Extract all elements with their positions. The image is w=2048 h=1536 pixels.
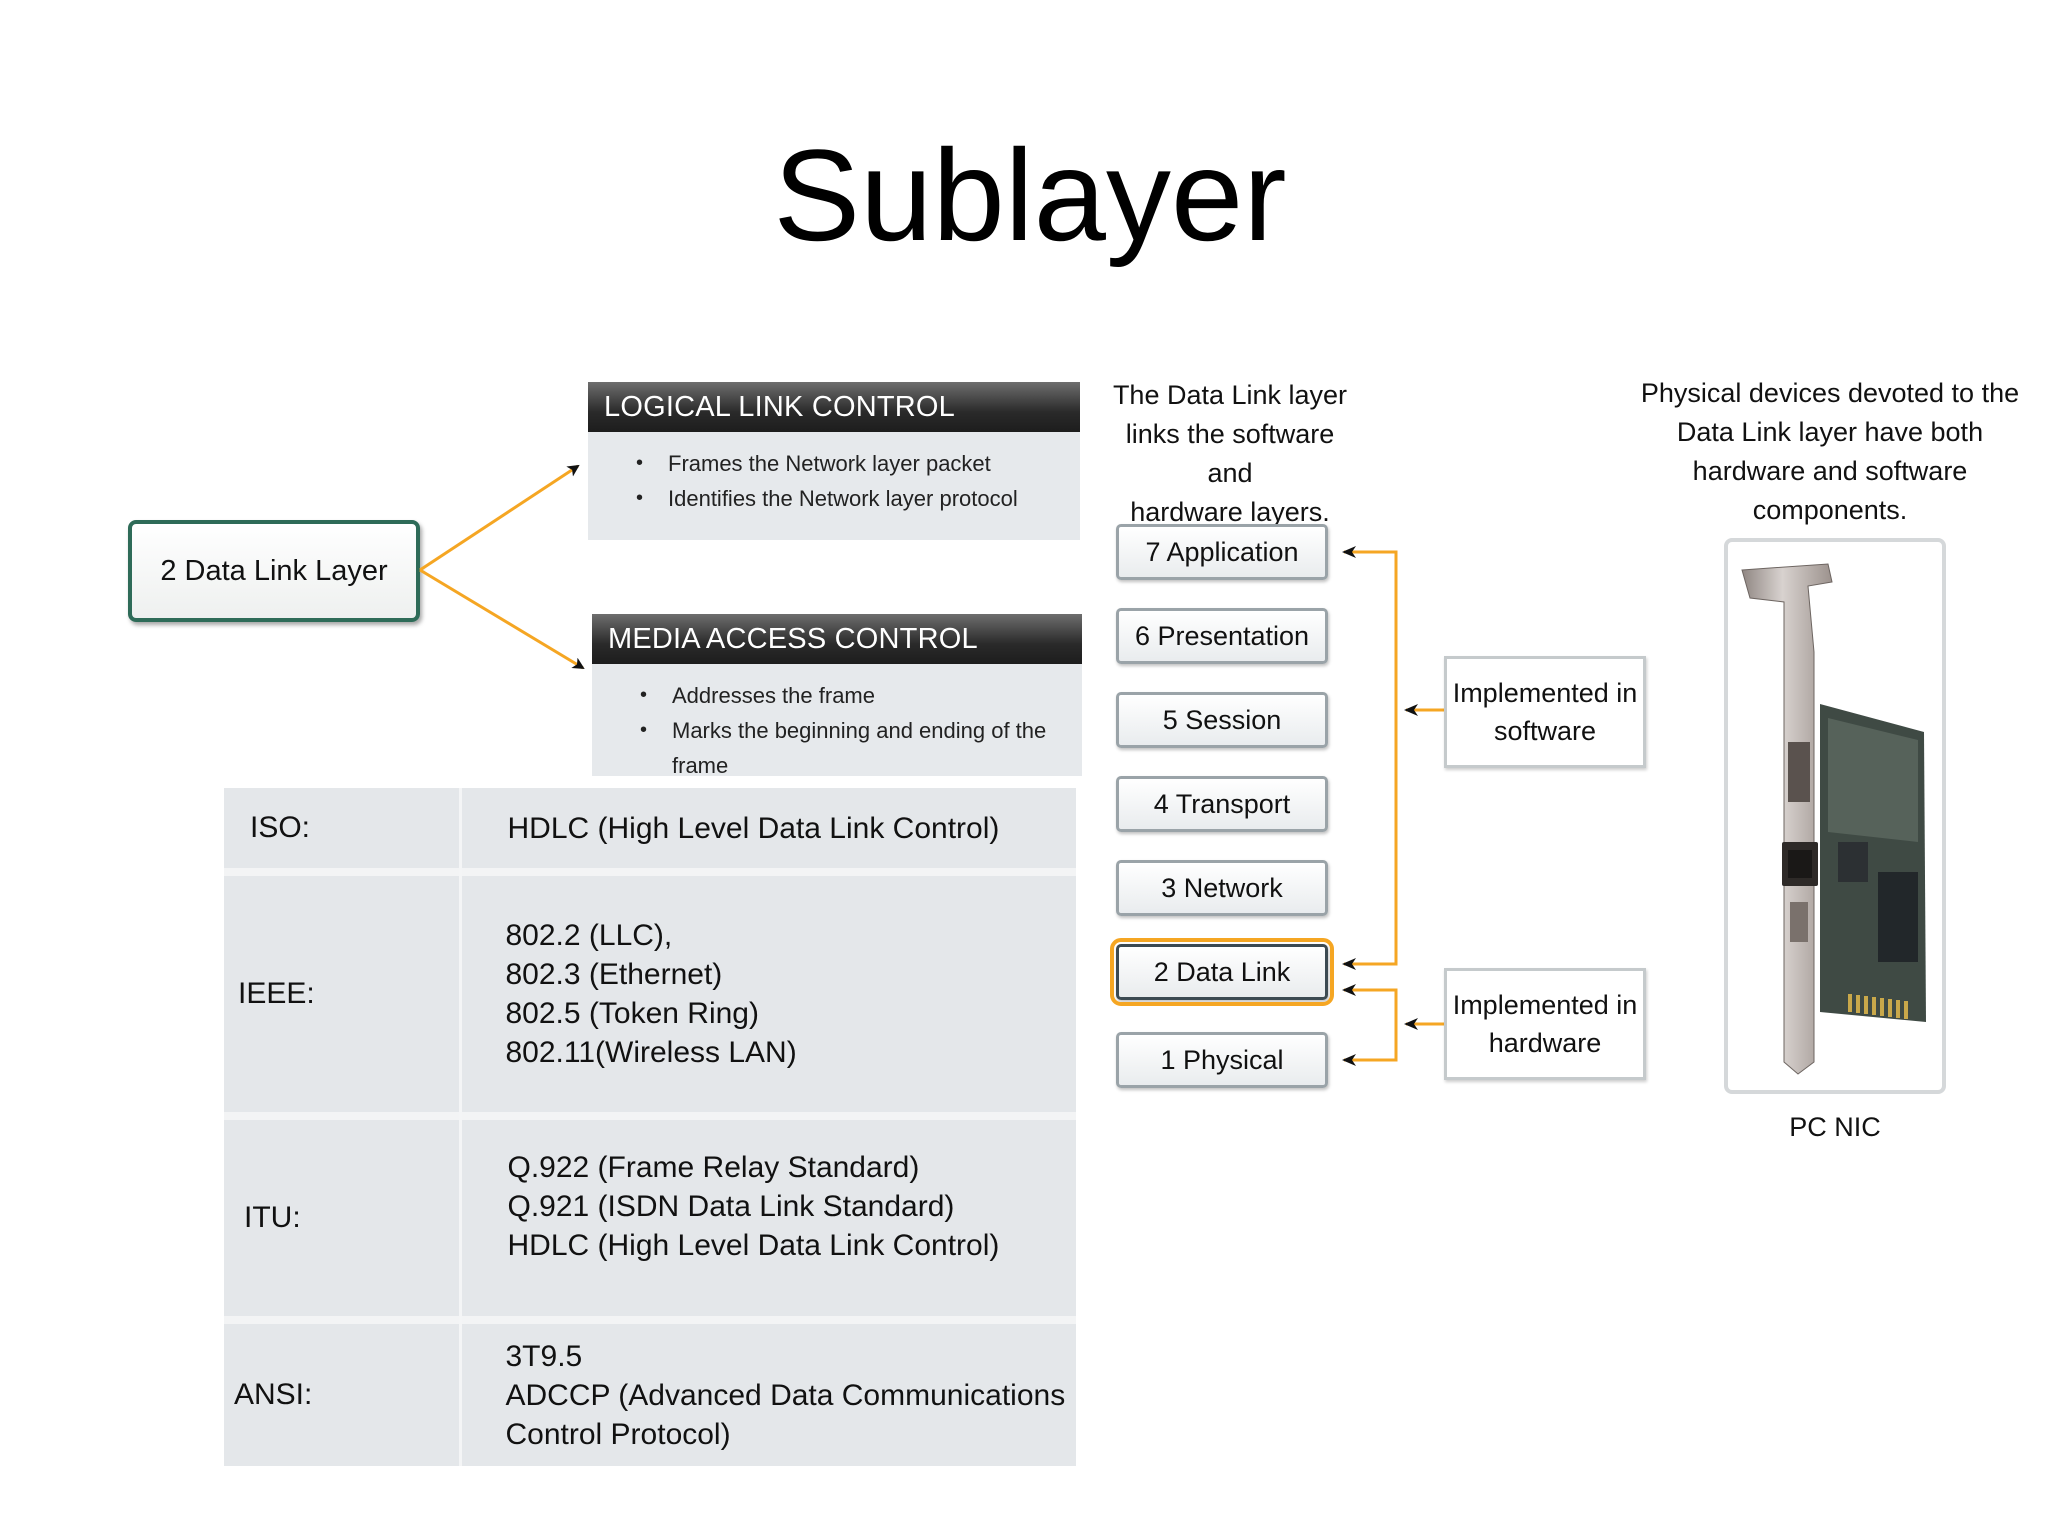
standard-line: 3T9.5 bbox=[505, 1339, 583, 1373]
osi-layer-network: 3 Network bbox=[1116, 860, 1328, 916]
osi-layer-physical: 1 Physical bbox=[1116, 1032, 1328, 1088]
standard-line: Q.921 (ISDN Data Link Standard) bbox=[507, 1190, 955, 1223]
standard-values: Q.922 (Frame Relay Standard) Q.921 (ISDN… bbox=[460, 1120, 1076, 1316]
nic-image-frame bbox=[1724, 538, 1946, 1094]
table-row: ITU: Q.922 (Frame Relay Standard) Q.921 … bbox=[224, 1120, 1076, 1316]
standard-line: Control Protocol) bbox=[505, 1417, 731, 1451]
implemented-software-box: Implemented in software bbox=[1444, 656, 1646, 768]
standard-line: ADCCP (Advanced Data Communications bbox=[505, 1378, 1066, 1412]
nic-caption-line: Data Link layer have both bbox=[1676, 417, 1984, 447]
mac-panel: MEDIA ACCESS CONTROL Addresses the frame… bbox=[592, 614, 1082, 778]
arrow-to-llc bbox=[419, 464, 580, 572]
osi-caption: The Data Link layer links the software a… bbox=[1108, 376, 1352, 532]
nic-label: PC NIC bbox=[1789, 1112, 1881, 1142]
osi-layer-session: 5 Session bbox=[1116, 692, 1328, 748]
network-card-icon bbox=[1741, 563, 1926, 1075]
nic-caption-line: Physical devices devoted to the bbox=[1640, 378, 2020, 408]
nic-caption: Physical devices devoted to the Data Lin… bbox=[1640, 374, 2020, 530]
hardware-bracket bbox=[1354, 988, 1398, 1062]
mac-bullet: Addresses the frame bbox=[640, 678, 1082, 713]
nic-caption-line: components. bbox=[1752, 495, 1908, 525]
standard-values: 802.2 (LLC), 802.3 (Ethernet) 802.5 (Tok… bbox=[460, 876, 1076, 1112]
standard-org: ANSI: bbox=[224, 1324, 462, 1466]
osi-caption-line: The Data Link layer bbox=[1112, 380, 1348, 410]
data-link-layer-box: 2 Data Link Layer bbox=[128, 520, 420, 622]
standard-line: 802.5 (Token Ring) bbox=[505, 997, 759, 1030]
slide-title: Sublayer bbox=[773, 122, 1287, 268]
table-row: ISO: HDLC (High Level Data Link Control) bbox=[224, 788, 1076, 868]
table-row: IEEE: 802.2 (LLC), 802.3 (Ethernet) 802.… bbox=[224, 876, 1076, 1112]
standard-org: ISO: bbox=[224, 788, 462, 868]
llc-body: Frames the Network layer packet Identifi… bbox=[588, 432, 1080, 540]
impl-hardware-line: hardware bbox=[1488, 1028, 1602, 1058]
osi-layer-transport: 4 Transport bbox=[1116, 776, 1328, 832]
llc-panel: LOGICAL LINK CONTROL Frames the Network … bbox=[588, 382, 1080, 540]
software-bracket bbox=[1354, 550, 1398, 966]
llc-bullet: Identifies the Network layer protocol bbox=[636, 481, 1080, 516]
standard-line: HDLC (High Level Data Link Control) bbox=[507, 1229, 1000, 1262]
standard-line: Q.922 (Frame Relay Standard) bbox=[507, 1151, 920, 1184]
arrow-to-mac bbox=[419, 568, 585, 670]
standard-values: 3T9.5 ADCCP (Advanced Data Communication… bbox=[460, 1324, 1076, 1466]
nic-caption-line: hardware and software bbox=[1692, 456, 1968, 486]
standard-line: HDLC (High Level Data Link Control) bbox=[507, 811, 1000, 845]
standard-line: 802.2 (LLC), bbox=[505, 919, 673, 952]
osi-layer-application: 7 Application bbox=[1116, 524, 1328, 580]
osi-layer-presentation: 6 Presentation bbox=[1116, 608, 1328, 664]
data-link-layer-label: 2 Data Link Layer bbox=[160, 554, 388, 587]
table-row: ANSI: 3T9.5 ADCCP (Advanced Data Communi… bbox=[224, 1324, 1076, 1466]
standards-table: ISO: HDLC (High Level Data Link Control)… bbox=[224, 788, 1076, 1466]
impl-hardware-line: Implemented in bbox=[1452, 990, 1638, 1020]
standard-values: HDLC (High Level Data Link Control) bbox=[460, 788, 1076, 868]
mac-bullet: Marks the beginning and ending of the fr… bbox=[640, 713, 1082, 783]
llc-heading: LOGICAL LINK CONTROL bbox=[588, 382, 1080, 432]
osi-layer-data-link: 2 Data Link bbox=[1110, 938, 1334, 1006]
implemented-hardware-box: Implemented in hardware bbox=[1444, 968, 1646, 1080]
standard-line: 802.11(Wireless LAN) bbox=[505, 1036, 797, 1069]
mac-body: Addresses the frame Marks the beginning … bbox=[592, 664, 1082, 778]
impl-software-line: Implemented in bbox=[1452, 678, 1638, 708]
llc-bullet: Frames the Network layer packet bbox=[636, 446, 1080, 481]
impl-software-line: software bbox=[1493, 716, 1597, 746]
standard-org: ITU: bbox=[224, 1120, 462, 1316]
mac-heading: MEDIA ACCESS CONTROL bbox=[592, 614, 1082, 664]
standard-org: IEEE: bbox=[224, 876, 462, 1112]
osi-caption-line: hardware layers. bbox=[1130, 497, 1330, 527]
osi-caption-line: links the software and bbox=[1125, 419, 1335, 488]
standard-line: 802.3 (Ethernet) bbox=[505, 958, 723, 991]
